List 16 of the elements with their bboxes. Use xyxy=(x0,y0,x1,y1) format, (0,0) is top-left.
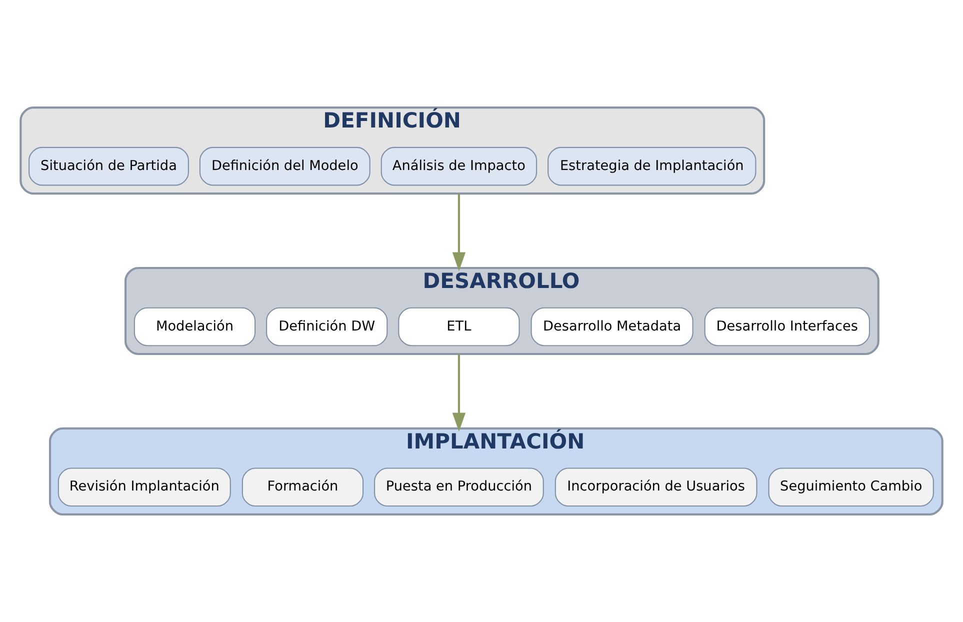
node-box: Desarrollo Metadata xyxy=(530,307,694,346)
node-box: Incorporación de Usuarios xyxy=(554,468,758,507)
node-box: Definición DW xyxy=(266,307,388,346)
node-box: Puesta en Producción xyxy=(374,468,544,507)
node-box: Seguimiento Cambio xyxy=(768,468,934,507)
node-box: Desarrollo Interfaces xyxy=(704,307,870,346)
node-box: Revisión Implantación xyxy=(58,468,231,507)
node-box: Modelación xyxy=(134,307,256,346)
arrow xyxy=(452,354,466,432)
node-box: Formación xyxy=(242,468,364,507)
node-box: Estrategia de Implantación xyxy=(548,146,756,186)
node-box: Análisis de Impacto xyxy=(380,146,538,186)
node-box: Definición del Modelo xyxy=(199,146,370,186)
node-box: ETL xyxy=(398,307,520,346)
arrow xyxy=(452,194,466,272)
node-box: Situación de Partida xyxy=(28,146,189,186)
